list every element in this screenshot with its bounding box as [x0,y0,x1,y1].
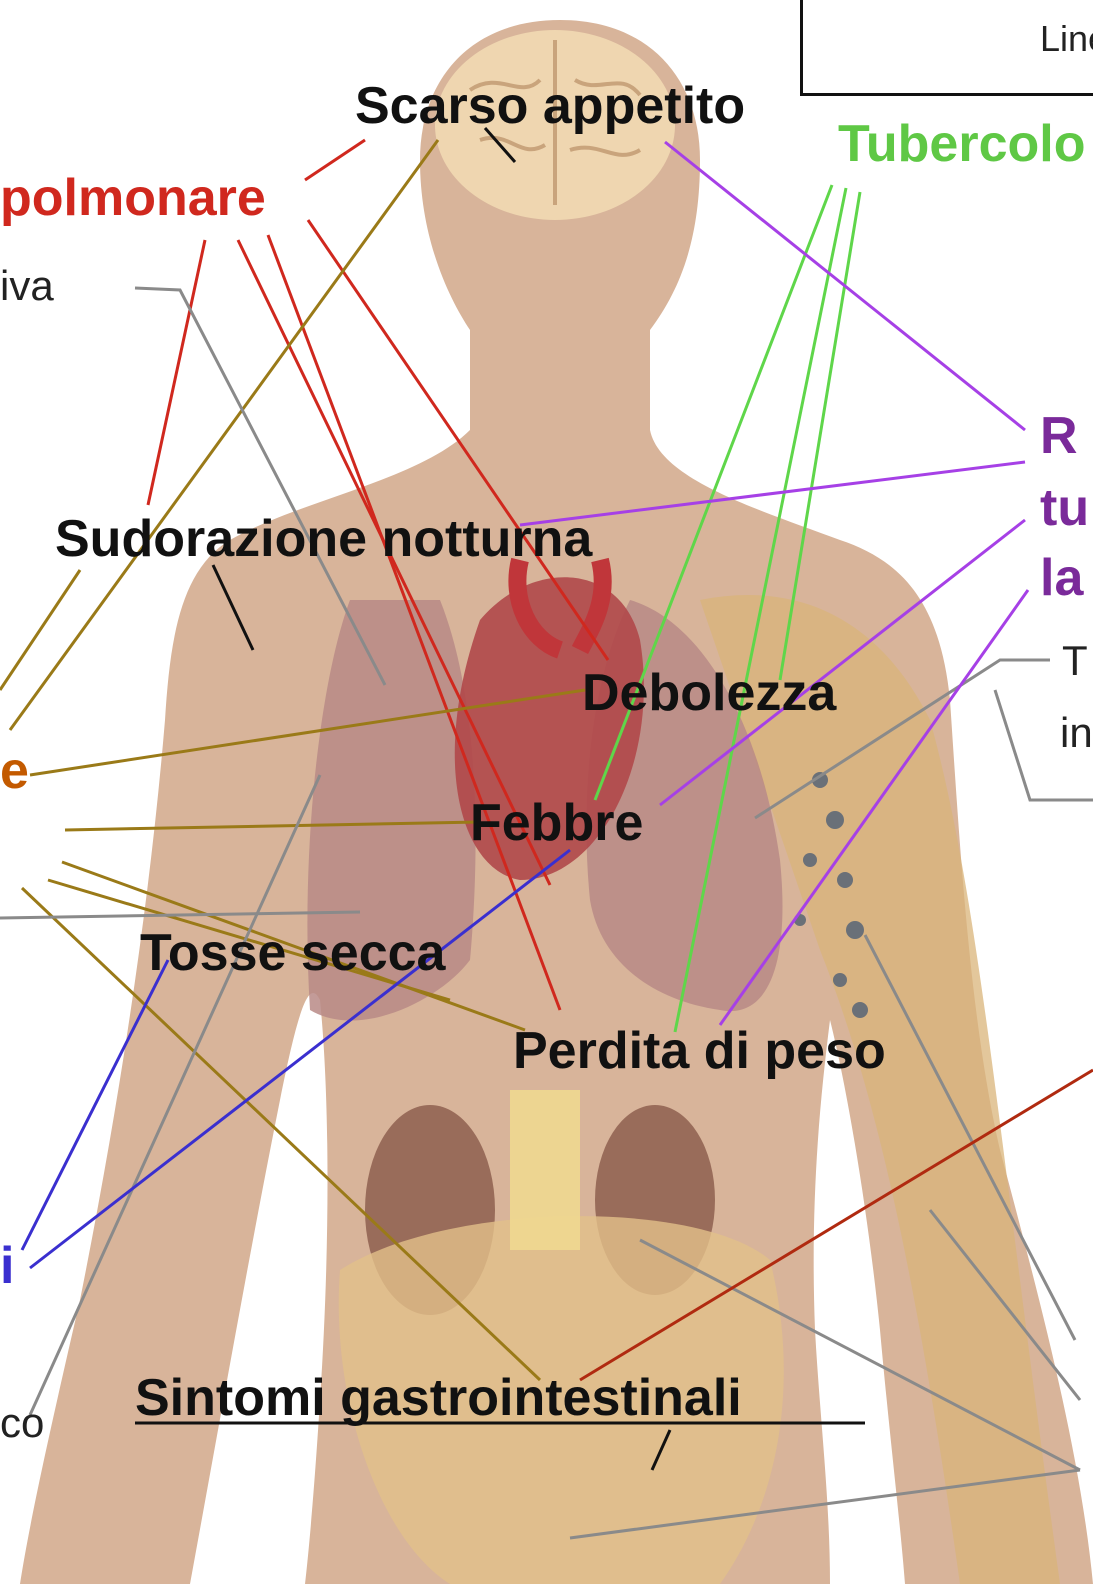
legend-text: Line [1040,18,1093,60]
line-purple [665,142,1025,430]
label-febbre: Febbre [470,797,643,849]
label-co: co [0,1402,44,1444]
line-red [305,140,365,180]
label-t-right: T [1062,640,1088,682]
label-tubercolo: Tubercolo [838,118,1085,170]
label-iva: iva [0,265,54,307]
label-e: e [0,745,29,797]
label-tosse-secca: Tosse secca [140,927,445,979]
label-sudorazione-notturna: Sudorazione notturna [55,513,592,565]
label-i-blue: i [0,1240,14,1292]
line-red [148,240,205,505]
label-la: la [1040,552,1083,604]
label-polmonare: polmonare [0,172,266,224]
label-perdita-di-peso: Perdita di peso [513,1025,886,1077]
label-sintomi-gastrointestinali: Sintomi gastrointestinali [135,1372,742,1424]
label-r: R [1040,410,1078,462]
label-in-right: in [1060,712,1093,754]
label-debolezza: Debolezza [582,667,836,719]
label-tu: tu [1040,482,1089,534]
line-olive [0,570,80,690]
label-scarso-appetito: Scarso appetito [355,80,745,132]
